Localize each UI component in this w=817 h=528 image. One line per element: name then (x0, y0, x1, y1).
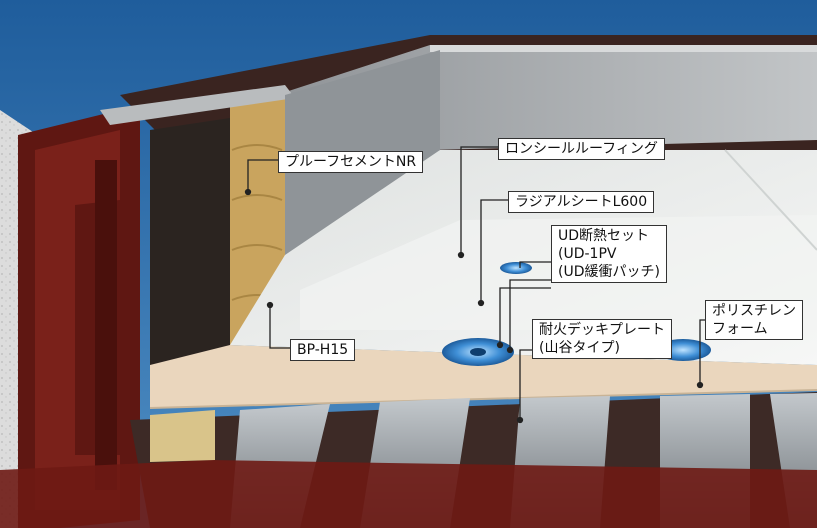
label-deck-plate-line1: 耐火デッキプレート (539, 322, 665, 338)
ud-disc-back (500, 262, 532, 274)
label-ud-set: UD断熱セット (UD-1PV (UD緩衝パッチ) (551, 225, 667, 283)
label-deck-plate-line2: (山谷タイプ) (539, 340, 620, 356)
label-bp-h15: BP-H15 (290, 339, 356, 361)
steel-beam (0, 460, 817, 528)
label-ronseal-roofing: ロンシールルーフィング (498, 138, 665, 160)
steel-frame-web (95, 160, 117, 490)
label-ud-set-line2: (UD-1PV (558, 246, 617, 262)
label-ud-set-line3: (UD緩衝パッチ) (558, 264, 660, 280)
label-polystyrene-line1: ポリスチレン (712, 303, 796, 319)
label-ud-set-line1: UD断熱セット (558, 228, 650, 244)
label-radial-sheet: ラジアルシートL600 (508, 191, 655, 213)
wall-cap (430, 45, 817, 52)
label-polystyrene: ポリスチレン フォーム (705, 300, 803, 340)
leader-lines (244, 146, 705, 424)
steel-frame-face (35, 130, 120, 510)
insulation-block (150, 118, 230, 408)
label-polystyrene-line2: フォーム (712, 321, 768, 337)
label-proof-cement: プルーフセメントNR (278, 151, 424, 173)
fire-block (150, 410, 215, 462)
label-deck-plate: 耐火デッキプレート (山谷タイプ) (532, 319, 672, 359)
flashing-cap (100, 85, 295, 125)
